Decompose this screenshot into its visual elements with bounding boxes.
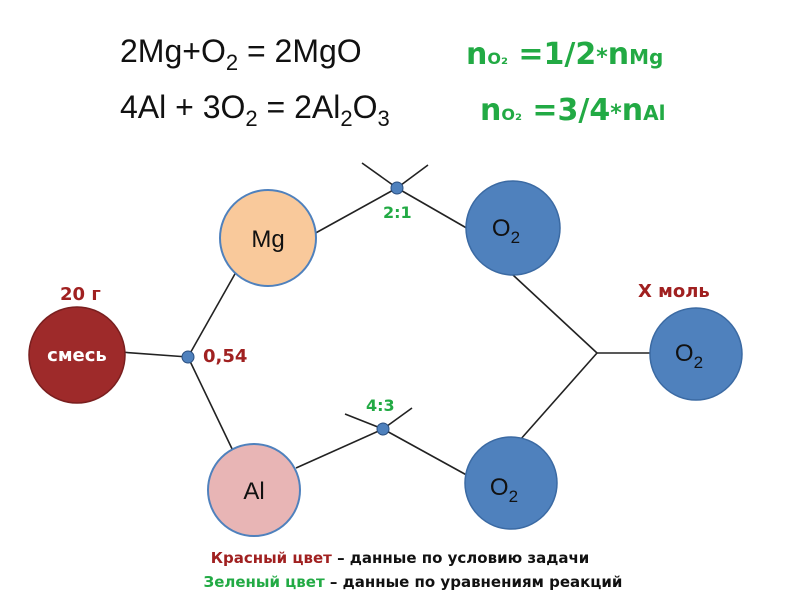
line-o2-top-merge: [512, 274, 598, 354]
line-mg-junction: [311, 187, 398, 236]
split-junction-dot: [181, 350, 195, 364]
mg-ratio-note: 2:1: [383, 203, 412, 222]
o2-top-label: O2: [492, 215, 520, 247]
o2-top-node: [465, 180, 561, 276]
o2-bottom-node: [464, 436, 558, 530]
al-ratio-note: 4:3: [366, 396, 395, 415]
al-node: [207, 443, 301, 537]
split-fraction-note: 0,54: [203, 346, 247, 367]
ratio-o2-al: nO₂ =3/4*nAl: [480, 93, 665, 128]
mg-junction-dot: [390, 181, 404, 195]
line-junction-o2-top: [396, 187, 471, 231]
line-o2-bottom-merge: [519, 352, 598, 441]
line-mixture-split: [119, 351, 189, 358]
line-cross-top-a: [361, 162, 398, 189]
al-label: Al: [243, 478, 264, 505]
mixture-mass-note: 20 г: [60, 284, 101, 305]
ratio-o2-mg: nO₂ =1/2*nMg: [466, 37, 663, 72]
line-split-al: [187, 356, 236, 456]
mixture-node: [28, 306, 126, 404]
mg-node: [219, 189, 317, 287]
line-cross-bottom-a: [344, 413, 384, 430]
o2-bottom-label: O2: [490, 474, 518, 506]
o2-result-node: [649, 307, 743, 401]
legend-green: Зеленый цвет – данные по уравнениям реак…: [204, 573, 623, 591]
mixture-label: смесь: [47, 345, 107, 366]
line-al-junction: [295, 428, 384, 469]
mg-label: Mg: [251, 226, 284, 253]
o2-result-label: O2: [675, 340, 703, 372]
result-moles-note: X моль: [638, 281, 710, 302]
equation-al: 4Al + 3O2 = 2Al2O3: [120, 89, 390, 131]
line-junction-o2-bottom: [382, 428, 473, 479]
al-junction-dot: [376, 422, 390, 436]
line-split-mg: [187, 264, 241, 358]
legend-red: Красный цвет – данные по условию задачи: [211, 549, 590, 567]
equation-mg: 2Mg+O2 = 2MgO: [120, 33, 362, 75]
